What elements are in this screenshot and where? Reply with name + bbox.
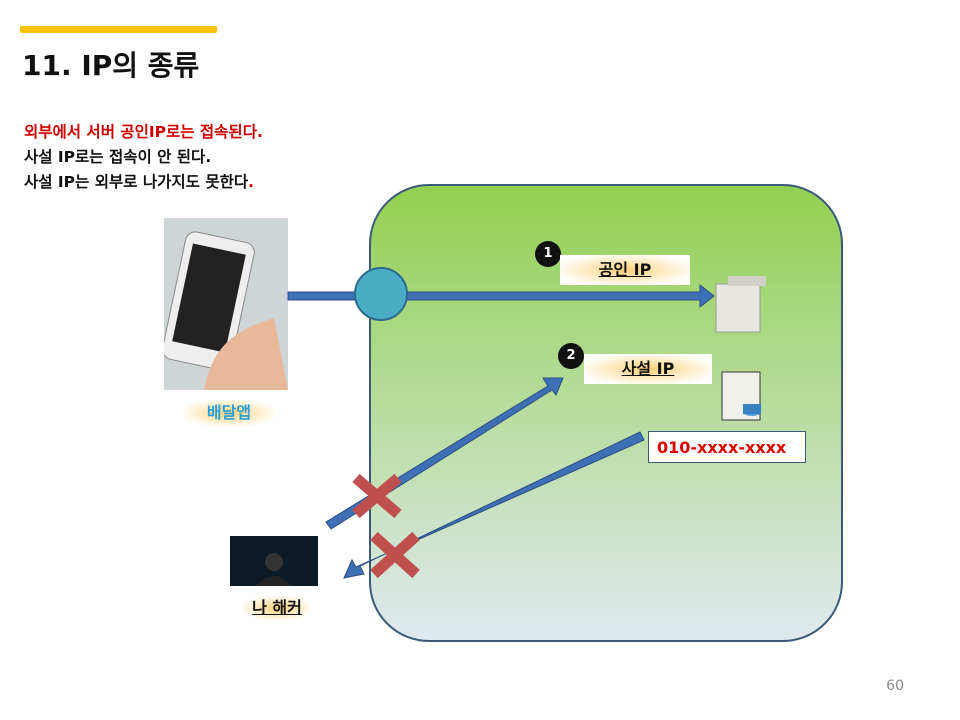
note-line-3-text: 사설 IP는 외부로 나가지도 못한다 — [24, 173, 249, 191]
gateway-circle — [354, 267, 408, 321]
hacker-image — [230, 536, 318, 586]
page-number: 60 — [886, 678, 904, 694]
arrow-to-public-server — [287, 283, 715, 309]
blocked-x-icon — [352, 473, 402, 519]
note-line-2: 사설 IP로는 접속이 안 된다. — [24, 148, 212, 166]
title-accent-bar — [20, 26, 217, 33]
arrow-private-to-hacker — [343, 431, 645, 579]
step-2-badge: 2 — [558, 343, 584, 369]
blocked-x-icon — [370, 531, 420, 579]
app-label: 배달앱 — [184, 400, 274, 426]
note-line-1: 외부에서 서버 공인IP로는 접속된다. — [24, 123, 263, 141]
db-server-icon — [721, 371, 761, 421]
public-server-icon — [715, 276, 766, 333]
phone-app-image — [161, 218, 288, 390]
hacker-label: 나 해커 — [244, 596, 310, 620]
note-period: . — [248, 173, 254, 191]
page-title: 11. IP의 종류 — [22, 49, 200, 82]
phone-number-box: 010-xxxx-xxxx — [648, 431, 806, 463]
public-ip-label: 공인 IP — [560, 255, 690, 285]
private-ip-label: 사설 IP — [584, 354, 712, 384]
note-line-3: 사설 IP는 외부로 나가지도 못한다. — [24, 170, 254, 192]
step-1-badge: 1 — [535, 241, 561, 267]
